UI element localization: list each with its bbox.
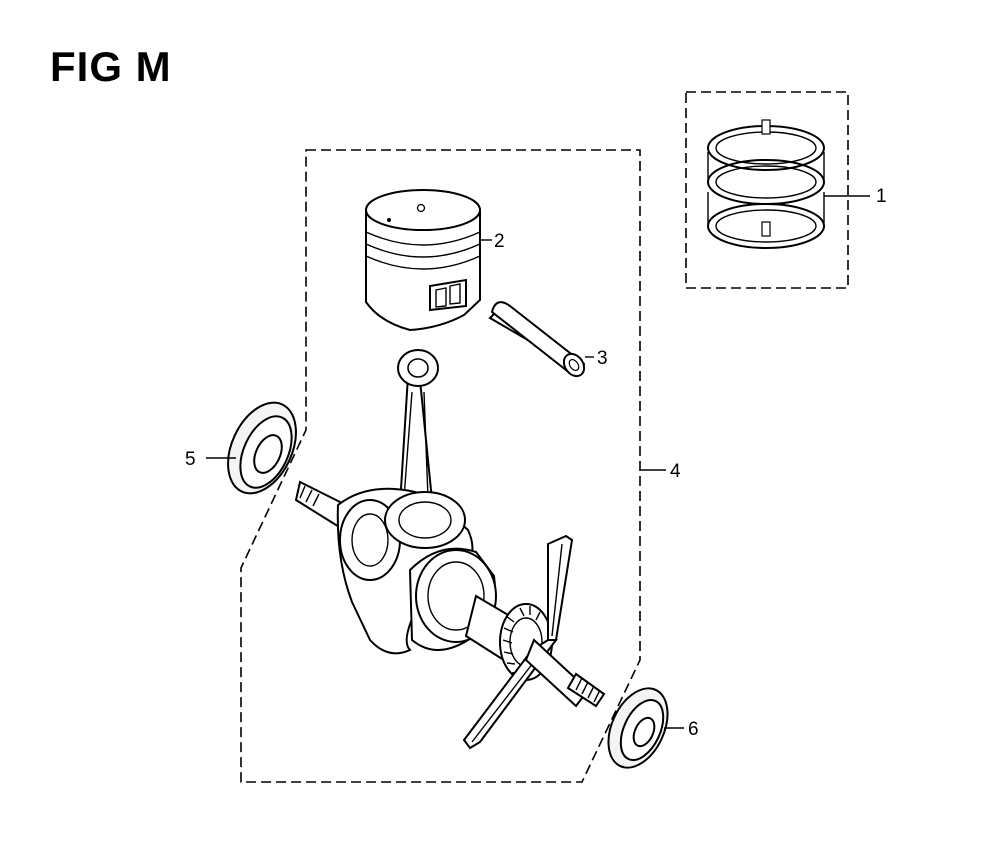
callout-6: 6 (688, 719, 699, 740)
ring-set-dashed-box (685, 91, 849, 289)
callout-3: 3 (597, 348, 608, 369)
bearing-right-icon (607, 687, 669, 769)
piston-ring-set-group (685, 91, 870, 289)
crankshaft-assembly-dashed-outline (240, 149, 641, 783)
piston-rings-icon (707, 119, 825, 249)
callout-5: 5 (185, 449, 196, 470)
callout-4: 4 (670, 461, 681, 482)
figure-title: FIG M (50, 43, 172, 90)
piston-pin-icon (488, 301, 586, 378)
bearing-left-icon (227, 401, 297, 495)
crankshaft-icon (294, 349, 606, 750)
piston-icon (365, 189, 481, 332)
callout-1: 1 (876, 186, 887, 207)
callout-2: 2 (494, 231, 505, 252)
